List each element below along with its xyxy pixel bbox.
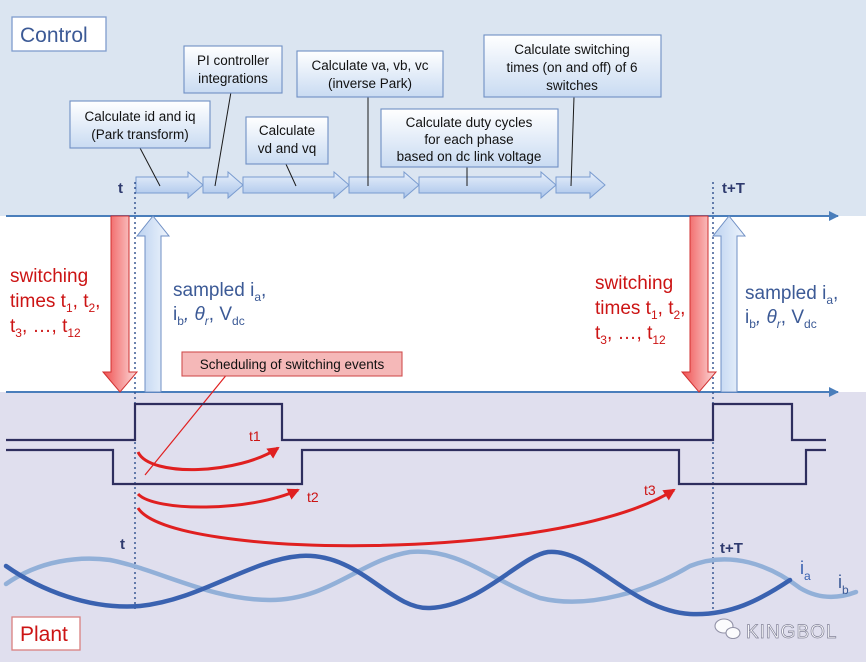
step-box-switch-times (483, 34, 662, 98)
sampled-right-line2: ib, θr, Vdc (745, 307, 817, 331)
switching-right-line1: switching (595, 273, 673, 294)
step-boxes (69, 34, 662, 168)
sampled-right-line1: sampled ia, (745, 283, 838, 307)
switching-left-line3: t3, …, t12 (10, 316, 81, 340)
step-switch-line2: times (on and off) of 6 (506, 60, 637, 75)
time-mark-t-top: t (118, 180, 123, 197)
current-wave-ia (3, 549, 793, 617)
step-box-vdvq (245, 116, 329, 165)
switching-left-line2: times t1, t2, (10, 291, 100, 315)
pwm-waveform-1 (6, 402, 826, 442)
wave-label-ia: ia (800, 558, 811, 583)
step-pointers (139, 85, 575, 187)
current-wave-ib (3, 549, 859, 604)
step-box-duty (380, 108, 559, 168)
switching-right-line2: times t1, t2, (595, 298, 685, 322)
step-vdvq-line1: Calculate (259, 123, 315, 138)
step-box-park (69, 100, 211, 149)
switching-left-line1: switching (10, 266, 88, 287)
step-duty-line1: Calculate duty cycles (406, 115, 533, 130)
step-arrow-1 (135, 170, 204, 200)
event-label-t1: t1 (249, 428, 261, 444)
step-box-pi (183, 45, 283, 94)
step-switch-line3: switches (546, 78, 598, 93)
step-pi-line1: PI controller (197, 53, 270, 68)
step-park-line2: (Park transform) (91, 127, 189, 142)
event-arrow-t3 (136, 488, 676, 548)
step-arrow-4 (348, 170, 420, 200)
step-invpark-line1: Calculate va, vb, vc (311, 58, 428, 73)
switching-right-line3: t3, …, t12 (595, 323, 666, 347)
pwm-waveform-2 (6, 448, 826, 486)
wave-label-ib: ib (838, 572, 849, 597)
event-label-t3: t3 (644, 482, 656, 498)
switching-label-left: switching times t1, t2, t3, …, t12 (10, 266, 100, 340)
sampled-arrow-right (711, 215, 747, 393)
step-texts: Calculate id and iq (Park transform) PI … (84, 42, 637, 164)
plant-region (0, 392, 866, 662)
plant-label-box (11, 616, 81, 651)
plant-label: Plant (20, 623, 68, 646)
sampled-arrow-left (135, 215, 171, 393)
event-label-t2: t2 (307, 489, 319, 505)
wechat-icon (714, 618, 741, 640)
step-pi-line2: integrations (198, 71, 268, 86)
sampled-left-line2: ib, θr, Vdc (173, 304, 245, 328)
scheduling-callout-box (181, 351, 403, 377)
sampled-label-right: sampled ia, ib, θr, Vdc (745, 283, 838, 331)
switching-arrow-left (101, 215, 139, 393)
step-arrow-2 (202, 170, 244, 200)
watermark: KINGBOL (714, 618, 837, 643)
control-label-box (11, 16, 107, 52)
event-arrow-t1 (136, 446, 280, 472)
step-arrow-5 (418, 170, 557, 200)
scheduling-pointer (144, 372, 229, 476)
time-mark-tT-bottom: t+T (720, 540, 743, 557)
event-arrow-t2 (136, 488, 300, 509)
step-box-inverse-park (296, 50, 444, 98)
control-label: Control (20, 24, 88, 47)
step-vdvq-line2: vd and vq (258, 141, 317, 156)
scheduling-callout-text: Scheduling of switching events (200, 357, 385, 372)
watermark-text: KINGBOL (746, 622, 837, 643)
step-invpark-line2: (inverse Park) (328, 76, 412, 91)
step-duty-line3: based on dc link voltage (397, 149, 542, 164)
time-mark-tT-top: t+T (722, 180, 745, 197)
switching-arrow-right (680, 215, 718, 393)
switching-label-right: switching times t1, t2, t3, …, t12 (595, 273, 685, 347)
step-arrow-6 (555, 170, 606, 200)
step-duty-line2: for each phase (424, 132, 513, 147)
step-arrows (135, 170, 606, 200)
time-mark-t-bottom: t (120, 536, 125, 553)
step-park-line1: Calculate id and iq (84, 109, 195, 124)
sampled-left-line1: sampled ia, (173, 280, 266, 304)
step-switch-line1: Calculate switching (514, 42, 630, 57)
sampled-label-left: sampled ia, ib, θr, Vdc (173, 280, 266, 328)
